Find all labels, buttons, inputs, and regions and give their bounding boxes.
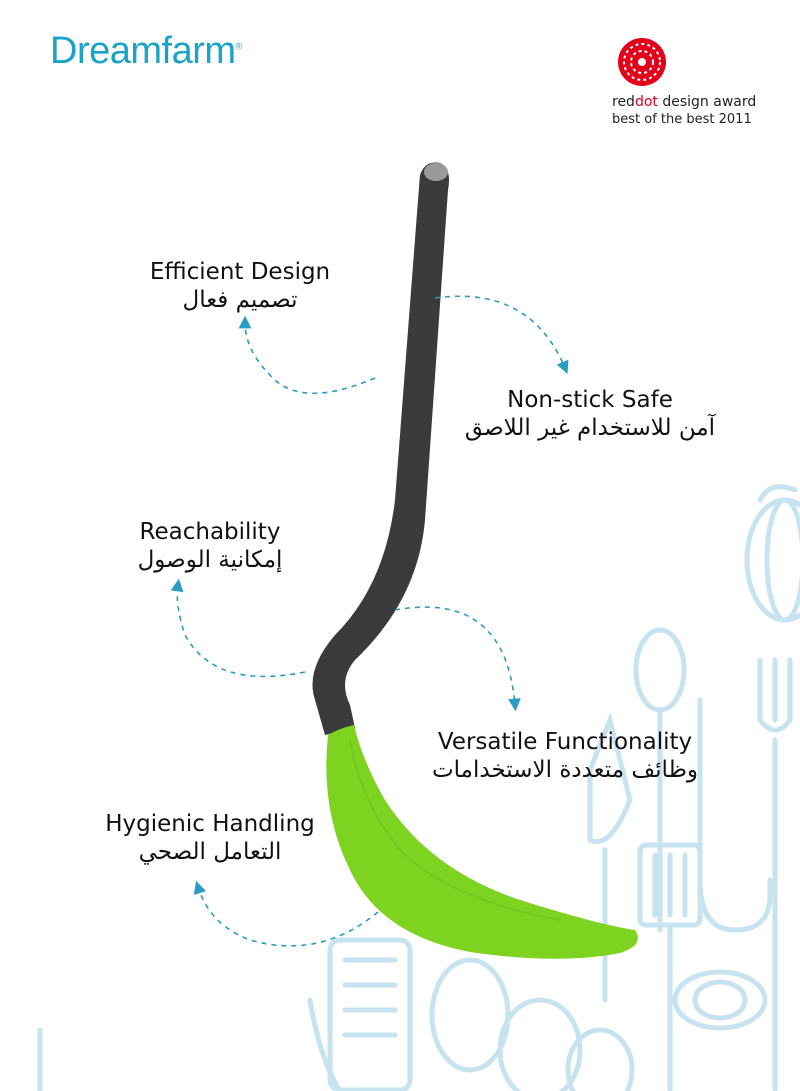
feature-label-en: Hygienic Handling xyxy=(105,811,315,837)
feature-versatile-functionality: Versatile Functionality وظائف متعددة الا… xyxy=(395,728,735,784)
award-subtitle: best of the best 2011 xyxy=(612,112,752,127)
award-badge: reddot design award best of the best 201… xyxy=(612,36,772,136)
feature-label-ar: وظائف متعددة الاستخدامات xyxy=(432,757,698,783)
brand-name: Dreamfarm xyxy=(50,30,236,72)
feature-label-en: Versatile Functionality xyxy=(437,729,693,755)
feature-label-ar: إمكانية الوصول xyxy=(137,547,283,573)
feature-efficient-design: Efficient Design تصميم فعال xyxy=(120,258,360,314)
feature-non-stick-safe: Non-stick Safe آمن للاستخدام غير اللاصق xyxy=(430,386,750,442)
feature-hygienic-handling: Hygienic Handling التعامل الصحي xyxy=(80,810,340,866)
feature-label-en: Reachability xyxy=(139,519,281,545)
feature-label-ar: تصميم فعال xyxy=(182,287,298,313)
feature-reachability: Reachability إمكانية الوصول xyxy=(100,518,320,574)
brand-registered-mark: ® xyxy=(235,41,243,52)
reddot-logo-icon xyxy=(618,38,666,86)
award-title: reddot design award xyxy=(612,94,757,110)
feature-label-ar: آمن للاستخدام غير اللاصق xyxy=(464,415,716,441)
feature-label-en: Efficient Design xyxy=(149,259,331,285)
brand-logo: Dreamfarm® xyxy=(50,30,242,73)
feature-label-ar: التعامل الصحي xyxy=(138,839,282,865)
feature-label-en: Non-stick Safe xyxy=(507,387,673,413)
